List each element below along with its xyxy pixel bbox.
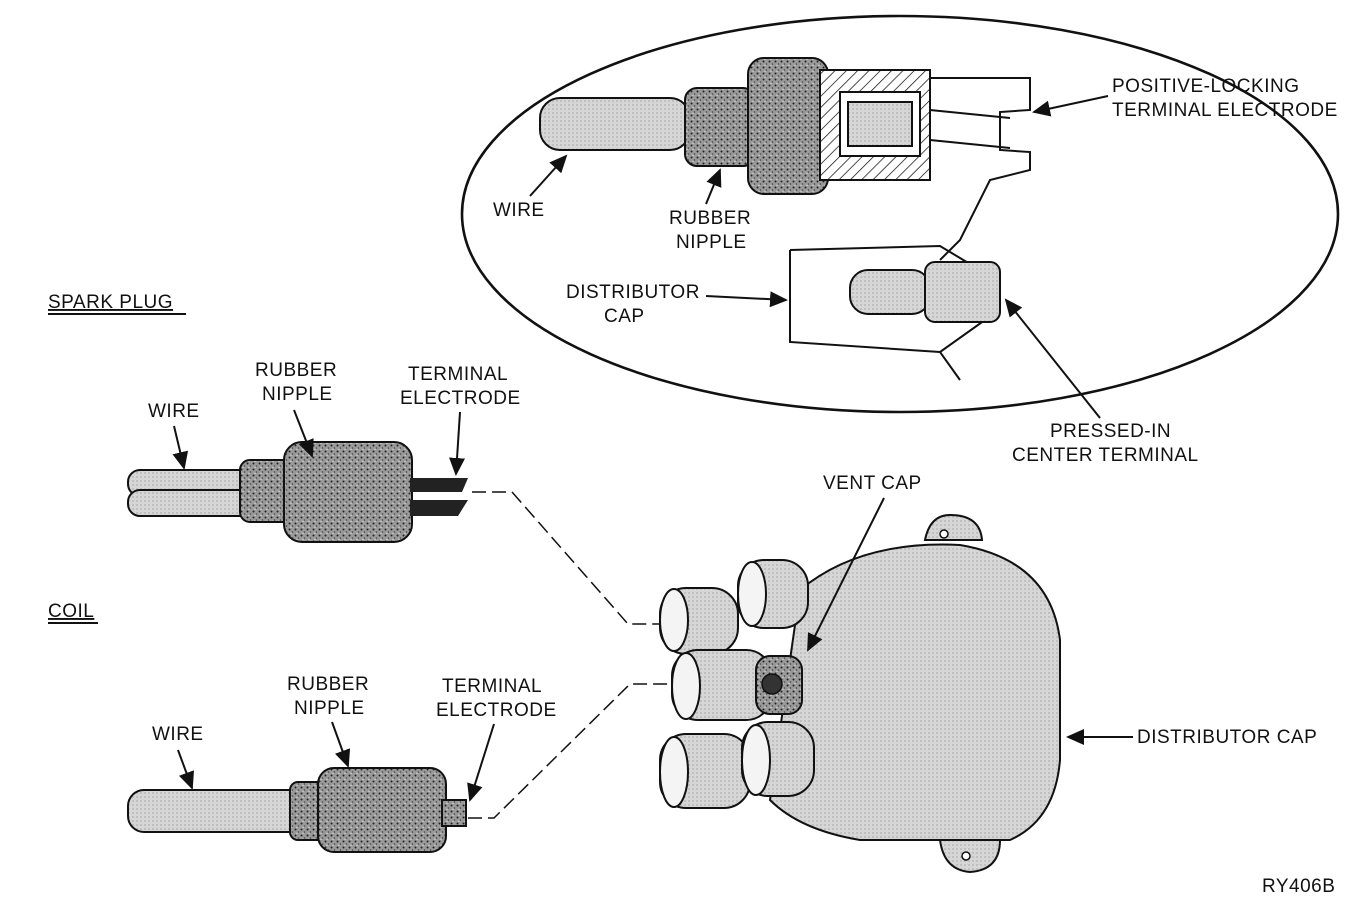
spark-rubber-label-2: NIPPLE <box>262 384 333 405</box>
spark-rubber-leader <box>293 409 314 458</box>
cap-tower-5-opening <box>741 724 771 796</box>
cap-tower-1-opening <box>737 561 767 627</box>
coil-wire <box>127 789 309 833</box>
spark-wire-label: WIRE <box>148 401 200 422</box>
coil-terminal-leader <box>467 723 495 802</box>
cap-ear-hole-bottom <box>961 851 971 861</box>
inset-positive-leader <box>1032 95 1109 117</box>
spark-terminal-leader <box>449 411 466 476</box>
spark-plug-assembly: SPARK PLUG WIRE RUBBER NIPPLE TERMINAL E… <box>48 292 660 625</box>
inset-distributor-leader <box>705 291 788 308</box>
vent-cap-label: VENT CAP <box>823 473 922 494</box>
coil-rubber-label-1: RUBBER <box>287 674 369 695</box>
cap-tower-3-opening <box>671 652 701 720</box>
pressed-in-leader <box>1004 298 1101 419</box>
cap-tower-4-opening <box>659 736 689 808</box>
inset-tower-outline <box>930 77 1031 261</box>
spark-wire-leader <box>172 425 189 470</box>
inset-wire <box>539 97 691 151</box>
spark-connection-line <box>472 491 660 625</box>
coil-connection-line <box>468 683 668 819</box>
pressed-in-label-2: CENTER TERMINAL <box>1012 445 1199 466</box>
coil-rubber-label-2: NIPPLE <box>294 698 365 719</box>
inset-wire-label: WIRE <box>493 200 545 221</box>
coil-boot <box>317 767 447 853</box>
spark-terminal-label-2: ELECTRODE <box>400 388 521 409</box>
coil-terminal-label-2: ELECTRODE <box>436 700 557 721</box>
inset-distributor-label-2: CAP <box>604 306 645 327</box>
spark-terminal-label-1: TERMINAL <box>408 364 508 385</box>
coil-heading: COIL <box>48 601 94 622</box>
distributor-cap-body <box>768 543 1061 841</box>
inset-center-terminal <box>849 269 931 315</box>
spark-terminal-electrode <box>410 478 468 516</box>
vent-cap-leader <box>807 497 885 652</box>
cap-ear-hole-top <box>939 529 949 539</box>
distributor-cap-assembly: VENT CAP DISTRIBUTOR CAP <box>659 473 1317 874</box>
spark-boot <box>283 441 413 543</box>
inset-center-terminal-collar <box>924 261 1001 323</box>
inset-wire-leader <box>529 154 568 197</box>
inset-detail: WIRE RUBBER NIPPLE POSITIVE-LOCKING TERM… <box>460 14 1340 466</box>
vent-cap-center <box>761 673 783 695</box>
coil-terminal-electrode <box>441 799 467 827</box>
cap-tower-2-opening <box>659 588 689 652</box>
spark-rubber-label-1: RUBBER <box>255 360 337 381</box>
figure-id: RY406B <box>1262 876 1335 897</box>
inset-positive-label-1: POSITIVE-LOCKING <box>1112 76 1299 97</box>
inset-prongs <box>929 109 1011 149</box>
pressed-in-label-1: PRESSED-IN <box>1050 421 1171 442</box>
spark-wire-lower <box>127 489 259 517</box>
inset-positive-label-2: TERMINAL ELECTRODE <box>1112 100 1338 121</box>
inset-boot <box>747 57 829 195</box>
coil-wire-label: WIRE <box>152 724 204 745</box>
coil-terminal-label-1: TERMINAL <box>442 676 542 697</box>
inset-rubber-label-2: NIPPLE <box>676 232 747 253</box>
coil-wire-leader <box>177 749 194 790</box>
inset-terminal-electrode <box>847 101 913 147</box>
inset-rubber-label-1: RUBBER <box>669 208 751 229</box>
coil-rubber-leader <box>331 721 351 768</box>
inset-distributor-label-1: DISTRIBUTOR <box>566 282 700 303</box>
inset-rubber-leader <box>705 168 722 205</box>
inset-ellipse <box>460 14 1340 414</box>
spark-plug-heading: SPARK PLUG <box>48 292 173 313</box>
distributor-cap-label: DISTRIBUTOR CAP <box>1137 727 1317 748</box>
coil-assembly: COIL WIRE RUBBER NIPPLE TERMINAL ELECTRO… <box>48 601 668 853</box>
cap-mounting-ear-top <box>923 513 984 541</box>
inset-rubber-nipple <box>684 87 756 167</box>
